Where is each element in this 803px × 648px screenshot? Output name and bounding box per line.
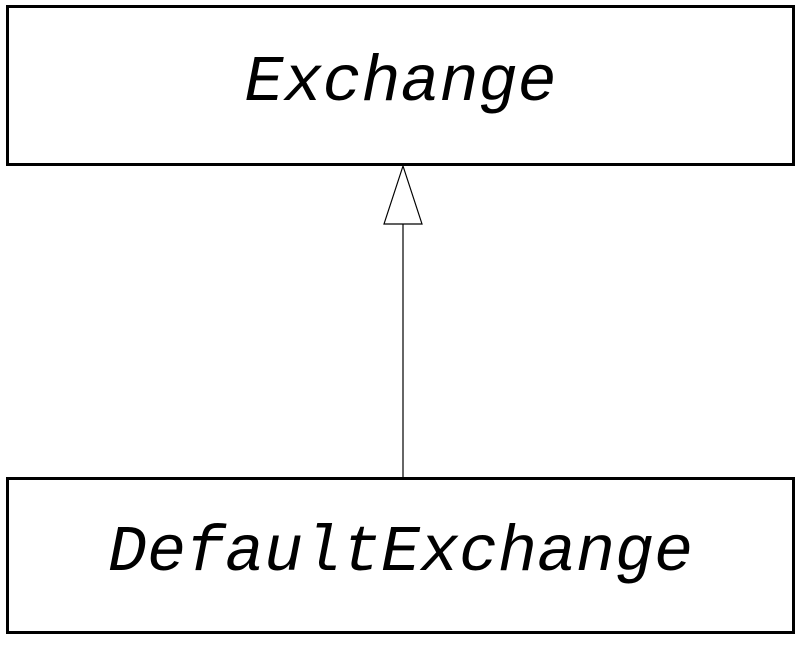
hollow-triangle-arrowhead-icon: [383, 164, 423, 225]
class-name-default-exchange: DefaultExchange: [107, 516, 694, 590]
class-name-exchange: Exchange: [244, 46, 557, 120]
class-box-default-exchange[interactable]: DefaultExchange: [6, 477, 795, 634]
class-box-exchange[interactable]: Exchange: [6, 5, 795, 166]
